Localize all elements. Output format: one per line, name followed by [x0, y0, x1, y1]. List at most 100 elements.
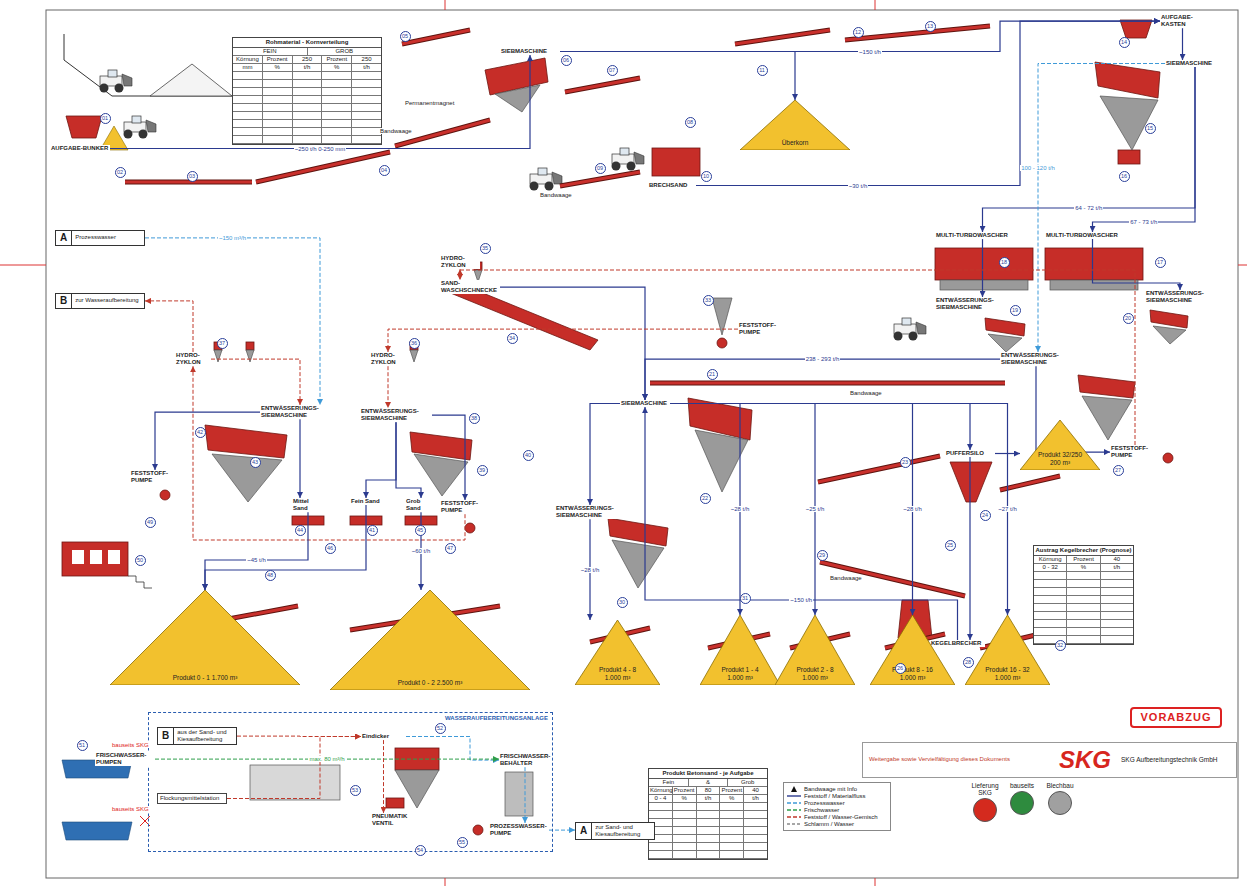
- connection-letter: B: [158, 728, 174, 744]
- machine-name: SIEBMASCHINE: [501, 48, 559, 55]
- table-cell: [1101, 588, 1133, 596]
- connection-box: Baus der Sand- und Kiesaufbereitung: [157, 727, 237, 745]
- product-name: Produkt 8 - 16 1.000 m³: [888, 666, 937, 681]
- pile-text: Produkt 32/250 200 m³: [1020, 451, 1100, 467]
- table-cell: &: [689, 779, 729, 787]
- callout-number: 06: [561, 55, 572, 66]
- table-row: [233, 80, 381, 88]
- table-cell: [293, 136, 323, 144]
- machine-label: PROZESSWASSER-PUMPE: [489, 823, 549, 837]
- legend-item: Lieferung SKG: [965, 782, 1005, 822]
- machine-label: ENTWÄSSERUNGS-SIEBMASCHINE: [555, 505, 625, 519]
- table-cell: [673, 811, 697, 819]
- machine-label: FESTSTOFF-PUMPE: [738, 322, 788, 336]
- flow-line: [560, 21, 1160, 51]
- table-cell: [649, 803, 673, 811]
- table-row: [233, 136, 381, 144]
- table-cell: 0 - 32: [1034, 564, 1067, 572]
- callout-number: 07: [607, 65, 618, 76]
- stockpile: Produkt 16 - 32 1.000 m³: [965, 615, 1050, 685]
- legend-box: Bandwaage mit InfoFeststoff / Materialfl…: [783, 782, 891, 831]
- callout-number: 43: [250, 457, 261, 468]
- table-cell: Körnung: [1034, 556, 1067, 564]
- callout-number: 20: [1123, 313, 1134, 324]
- table-cell: [1067, 628, 1100, 636]
- machine-name: FESTSTOFF-PUMPE: [1111, 445, 1159, 459]
- table-row: [1034, 636, 1133, 644]
- table-cell: t/h: [1101, 564, 1133, 572]
- flow-line: [193, 366, 465, 540]
- callout-number: 31: [740, 593, 751, 604]
- table-row: [649, 835, 767, 843]
- flow-line: [366, 422, 396, 498]
- table-cell: [352, 136, 381, 144]
- table-cell: [720, 843, 744, 851]
- table-row: [649, 819, 767, 827]
- table-cell: [1101, 580, 1133, 588]
- callout-number: 48: [265, 570, 276, 581]
- flow-line: [589, 519, 590, 620]
- table-cell: [263, 80, 293, 88]
- part-note: bauseits SKG: [112, 742, 149, 748]
- table-cell: [1034, 636, 1067, 644]
- table-row: KörnungProzent40: [1034, 556, 1133, 564]
- table-cell: Körnung: [233, 56, 263, 64]
- table-cell: [1034, 628, 1067, 636]
- flow-line: [1093, 67, 1196, 232]
- machine-label: FESTSTOFF-PUMPE: [130, 470, 180, 484]
- table-cell: [233, 80, 263, 88]
- part-note: Permanentmagnet: [405, 100, 454, 106]
- flow-line: [983, 67, 1196, 232]
- table-cell: [1101, 604, 1133, 612]
- table-heading: Austrag Kegelbrecher (Prognose): [1034, 546, 1133, 556]
- table-cell: %: [1067, 564, 1100, 572]
- table-cell: [293, 112, 323, 120]
- table-row: [233, 104, 381, 112]
- table-row: KörnungProzent250Prozent250: [233, 56, 381, 64]
- table-cell: 80: [697, 787, 721, 795]
- table-cell: [352, 80, 381, 88]
- table-cell: [720, 811, 744, 819]
- draft-stamp: VORABZUG: [1130, 707, 1222, 728]
- legend-sample: [787, 814, 801, 820]
- table-cell: [233, 104, 263, 112]
- table-cell: %: [673, 795, 697, 803]
- legend-item: bauseits: [1002, 782, 1042, 815]
- stockpile: Überkorn: [740, 100, 850, 150]
- callout-number: 49: [145, 517, 156, 528]
- table-cell: [352, 112, 381, 120]
- callout-number: 09: [595, 163, 606, 174]
- table-cell: t/h: [697, 795, 721, 803]
- flow-label: ~150 m³/h: [218, 235, 247, 241]
- callout-number: 54: [415, 845, 426, 856]
- machine-label: SAND-WASCHSCHNECKE: [440, 280, 500, 294]
- machine-name: ENTWÄSSERUNGS-SIEBMASCHINE: [936, 297, 1004, 311]
- machine-label: Grob Sand: [405, 498, 437, 512]
- table-cell: [649, 827, 673, 835]
- table-row: [233, 120, 381, 128]
- table-cell: [263, 88, 293, 96]
- callout-number: 32: [1055, 640, 1066, 651]
- callout-number: 10: [701, 171, 712, 182]
- legend-text: Bandwaage mit Info: [804, 786, 857, 792]
- legend-sample: [787, 800, 801, 806]
- table-cell: [744, 819, 767, 827]
- table-row: [233, 88, 381, 96]
- table-cell: [673, 819, 697, 827]
- flow-line: [388, 329, 738, 352]
- machine-name: SIEBMASCHINE: [621, 400, 669, 407]
- stockpile: Produkt 4 - 8 1.000 m³: [575, 620, 660, 685]
- flow-line: [670, 404, 740, 616]
- flow-line: [205, 505, 366, 590]
- machine-name: Flockungsmittelstation: [160, 795, 224, 802]
- table-cell: [322, 88, 352, 96]
- stockpile: Produkt 0 - 2 2.500 m³: [330, 590, 530, 690]
- flow-line: [211, 359, 300, 405]
- table-cell: [352, 96, 381, 104]
- callout-number: 42: [195, 427, 206, 438]
- table-cell: %: [720, 795, 744, 803]
- product-name: Produkt 0 - 1 1.700 m³: [150, 674, 260, 682]
- machine-label: SIEBMASCHINE: [500, 48, 560, 55]
- flow-line: [670, 404, 815, 616]
- table-cell: Körnung: [649, 787, 673, 795]
